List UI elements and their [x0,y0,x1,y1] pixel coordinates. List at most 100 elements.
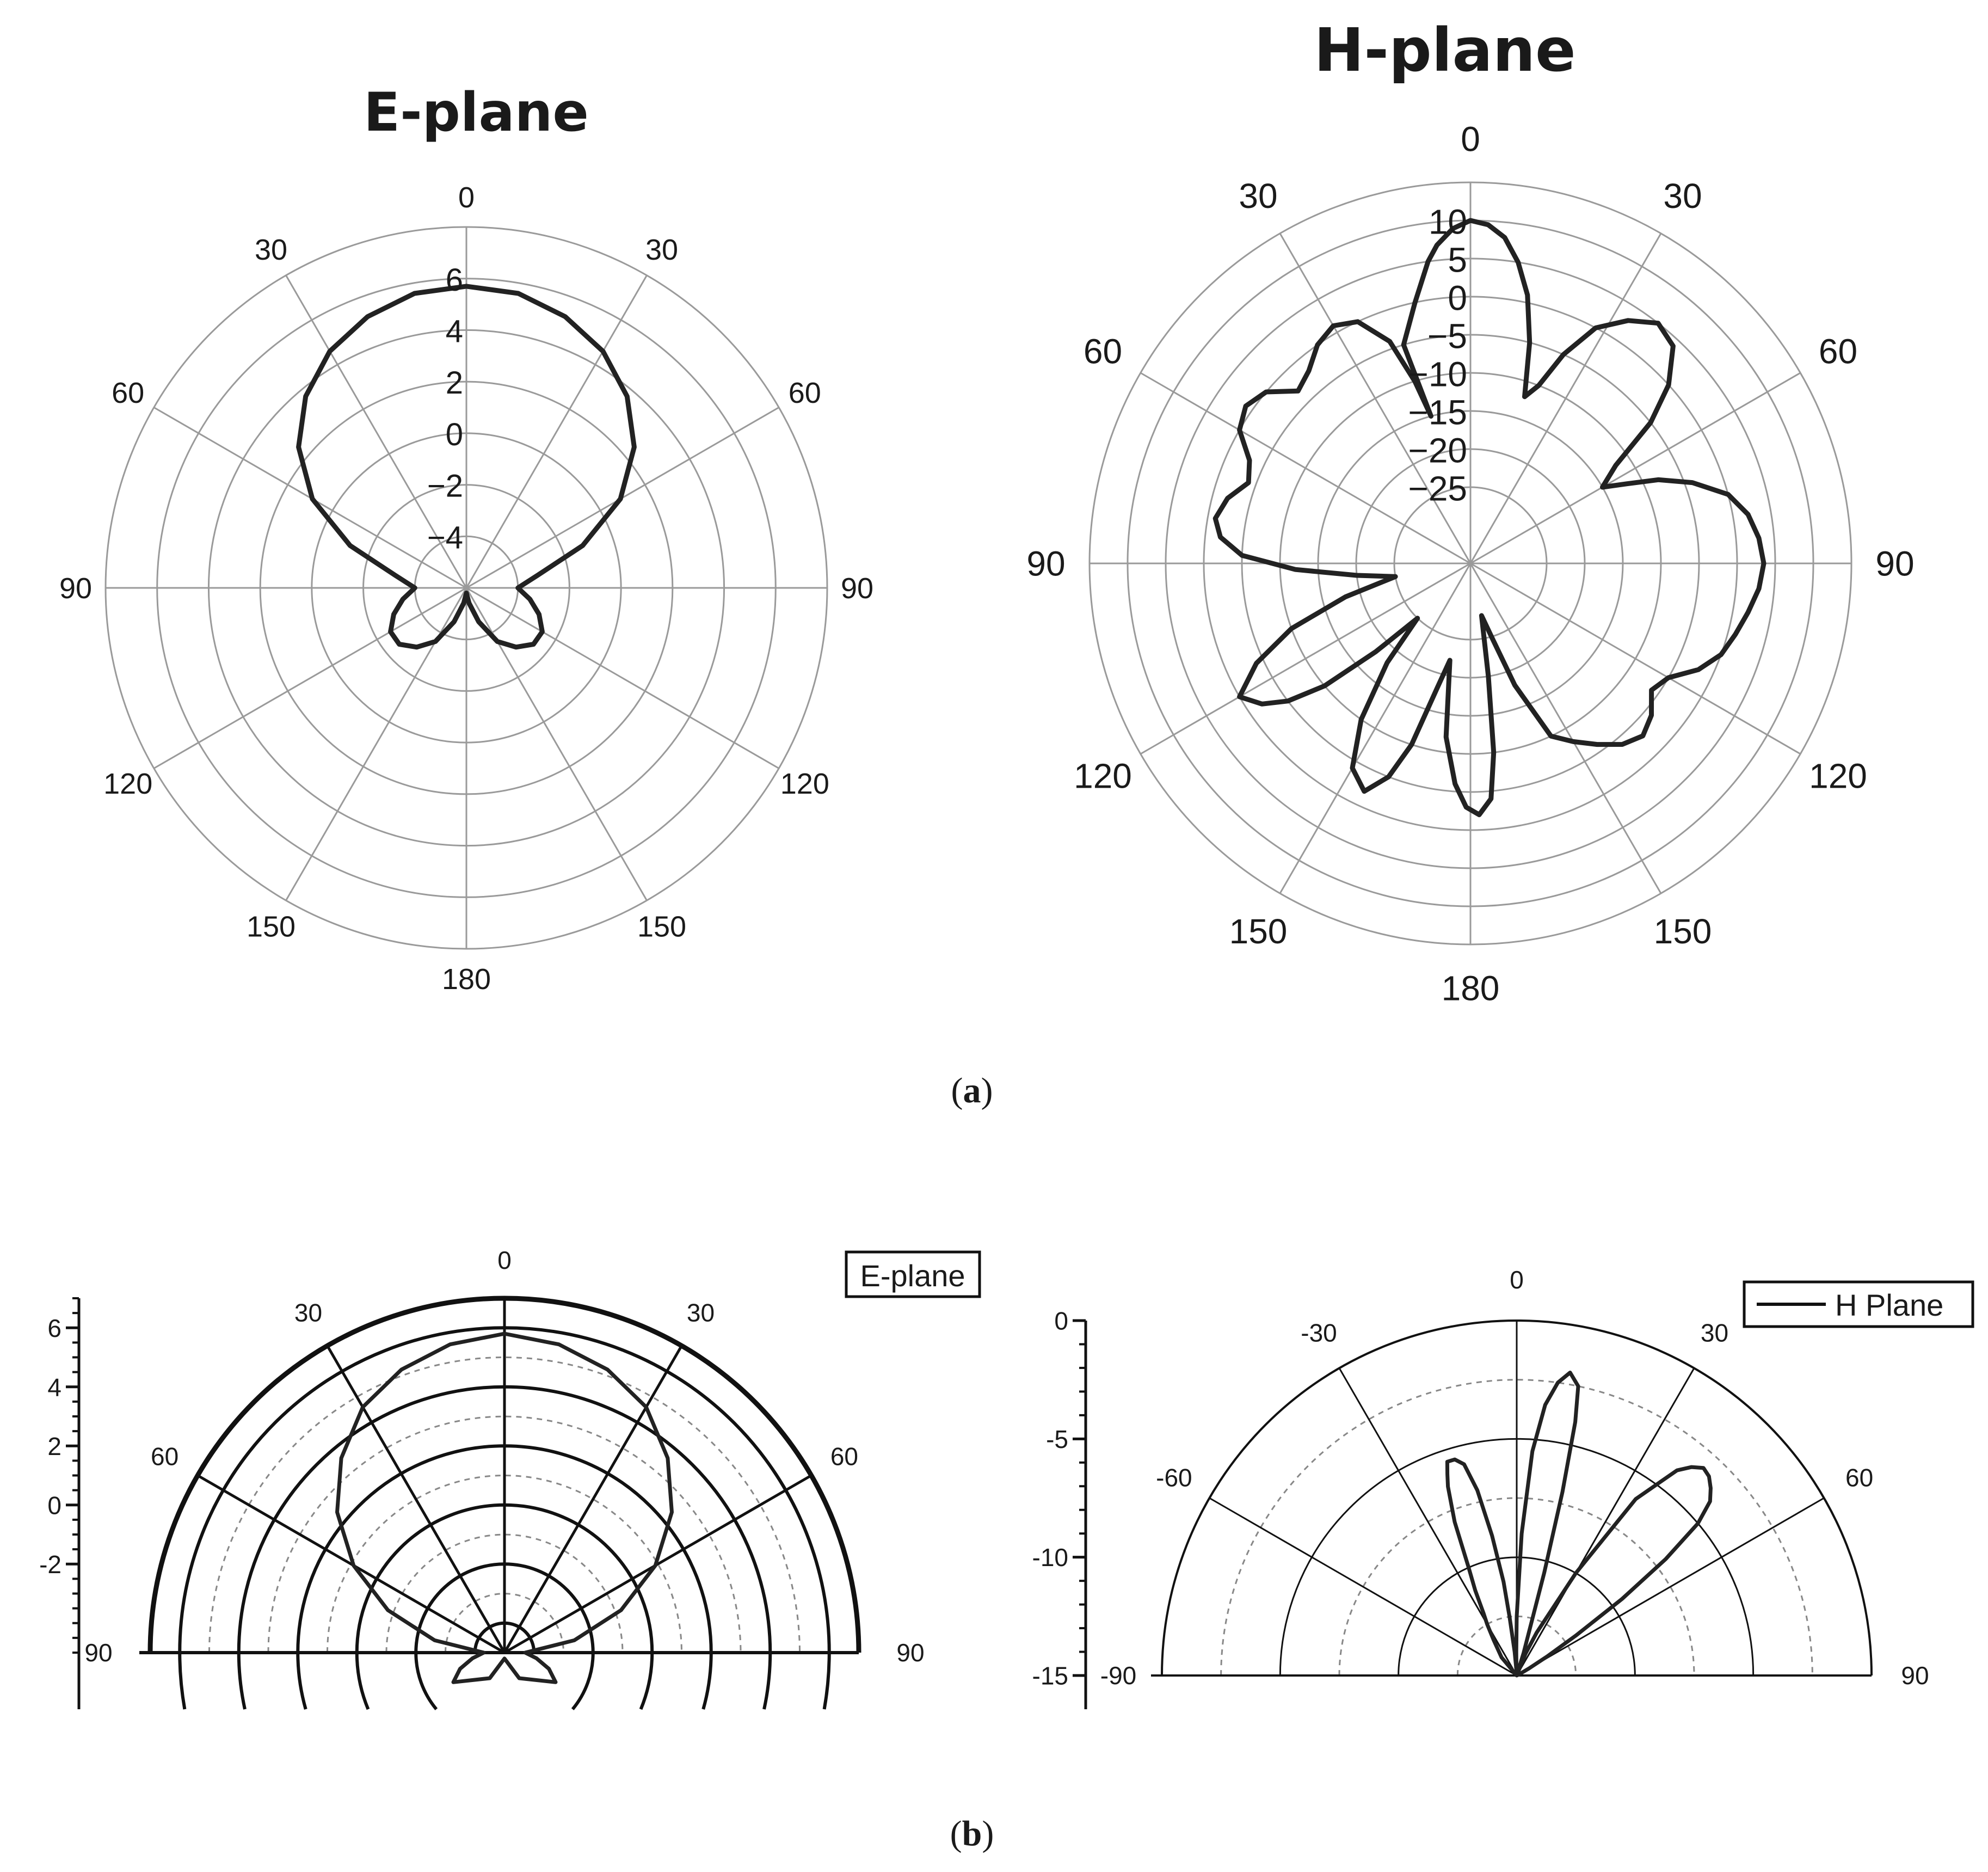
angle-tick-label: 30 [255,234,287,266]
angle-tick-label: 90 [841,572,873,605]
angle-tick-label: 150 [1654,912,1712,951]
figure-caption-b: (b) [950,1814,994,1853]
angle-tick-label: 0 [458,181,475,214]
caption-b-letter: b [962,1814,982,1853]
pattern-trace [335,1331,674,1684]
lower-ring-arc [571,1652,595,1710]
polar-grid [139,1296,861,1654]
angle-tick-label: -60 [1156,1464,1192,1492]
angle-tick-label: 60 [1845,1464,1873,1492]
lower-ring-arc [296,1652,307,1710]
minor-grid-ring [385,1533,624,1653]
angle-tick-label: 30 [645,234,678,266]
legend-e-plane: E-plane [845,1250,981,1298]
angle-tick-label: 60 [112,377,144,409]
grid-spoke [196,1474,506,1654]
grid-spoke [503,1474,813,1654]
angle-tick-label: 60 [789,377,821,409]
caption-a-open: ( [951,1071,963,1110]
angle-tick-label: 90 [1875,544,1914,583]
angle-tick-label: 90 [896,1638,924,1667]
grid-spoke [285,275,467,588]
lower-ring-arc [178,1652,187,1710]
minor-grid-ring [1338,1497,1695,1676]
legend-label-e-plane: E-plane [860,1259,965,1293]
chart-title-e-plane: E-plane [364,82,589,144]
angle-tick-label: 90 [1901,1661,1929,1690]
radial-tick-label: −20 [1408,431,1467,470]
radial-tick-label: 0 [446,417,463,452]
grid-spoke [1469,563,1662,894]
angle-tick-label: 150 [247,911,296,943]
chart-title-h-plane: H-plane [1314,15,1575,85]
grid-spoke [1516,1367,1695,1676]
angle-tick-label: -30 [1301,1318,1337,1347]
angle-tick-label: 60 [830,1443,858,1471]
angle-tick-label: 60 [1819,332,1857,371]
grid-spoke [153,587,467,769]
angle-tick-label: 30 [687,1299,715,1327]
lower-grid-fragment [178,1652,831,1710]
legend-label-h-plane: H Plane [1835,1288,1943,1322]
radial-tick-label: −10 [1408,354,1467,394]
angle-tick-label: -90 [1100,1661,1136,1690]
angle-tick-label: 150 [1229,912,1288,951]
angle-tick-label: 120 [780,768,829,800]
radial-tick-label: −2 [427,469,463,504]
radial-tick-label: 0 [1448,278,1467,317]
angle-tick-label: 0 [497,1246,512,1274]
grid-spoke [1140,372,1471,564]
lower-ring-arc [414,1652,438,1710]
radial-tick-label: 2 [47,1432,61,1460]
grid-spoke [1469,233,1662,564]
grid-spoke [326,1345,506,1654]
lower-ring-arc [639,1652,654,1710]
radial-tick-label: 2 [446,365,463,401]
grid-spoke [1209,1497,1517,1677]
caption-a-close: ) [981,1071,993,1110]
angle-tick-label: 0 [1510,1266,1524,1294]
minor-grid-ring [1456,1615,1577,1676]
h-plane-polar-chart: H-plane 03060901201501801501209060301050… [1026,15,1914,1008]
minor-grid-ring [445,1593,564,1653]
grid-spoke [1516,1497,1825,1677]
angle-tick-label: 150 [637,911,686,943]
radial-tick-label: -2 [39,1550,61,1579]
radial-tick-label: -10 [1032,1543,1068,1572]
grid-spoke [466,587,779,769]
radial-tick-label: 4 [47,1373,61,1401]
minor-grid-ring [327,1475,682,1653]
pattern-trace [296,284,637,650]
radial-tick-label: 0 [47,1491,61,1519]
radial-tick-label: 6 [446,262,463,298]
pattern-trace [1213,218,1767,818]
angle-tick-label: 30 [1663,176,1702,216]
radial-tick-label: -5 [1046,1425,1068,1453]
angle-tick-label: 120 [1809,756,1867,795]
lower-ring-arc [762,1652,772,1710]
radial-tick-label: 5 [1448,240,1467,279]
caption-b-close: ) [982,1814,994,1853]
radial-tick-label: −25 [1408,469,1467,508]
lower-ring-arc [237,1652,247,1710]
grid-spoke [1279,233,1472,564]
angle-tick-label: 90 [59,572,92,605]
e-plane-polar-chart: E-plane 03060901201501801501209060306420… [59,82,873,996]
lower-ring-arc [701,1652,713,1710]
radial-tick-label: 0 [1054,1307,1068,1335]
caption-b-open: ( [950,1814,962,1853]
angle-tick-label: 90 [1026,544,1065,583]
grid-spoke [1470,562,1801,755]
svg-text:(b): (b) [950,1814,994,1853]
radial-tick-label: −15 [1408,392,1467,432]
lower-ring-arc [355,1652,370,1710]
figure-caption-a: (a) [951,1071,993,1110]
radial-axis: 0 -5 -10 -15 [1032,1307,1087,1709]
radial-tick-label: -15 [1032,1662,1068,1690]
angle-tick-label: 30 [1239,176,1277,216]
angle-tick-label: 120 [1074,756,1132,795]
angle-tick-label: 30 [294,1299,322,1327]
